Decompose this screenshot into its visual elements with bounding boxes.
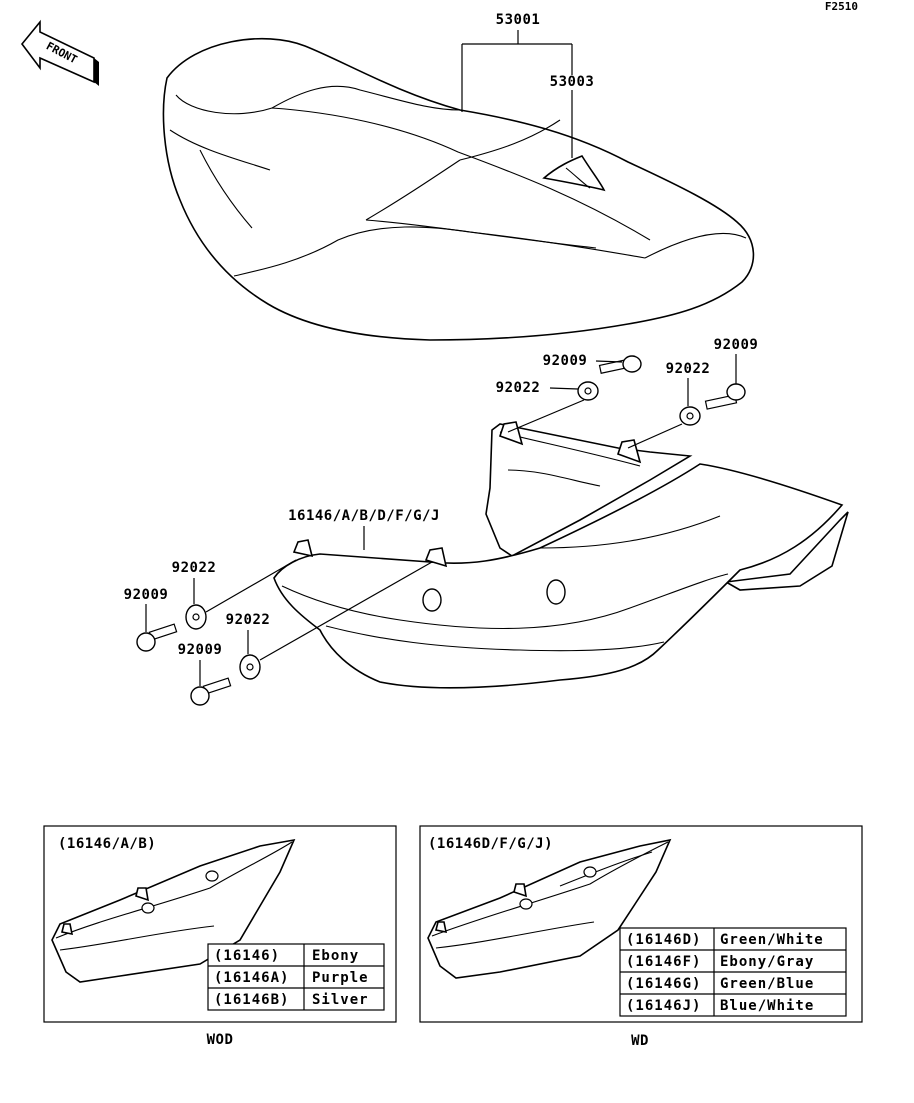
wd-row-code: (16146J) [626, 998, 701, 1014]
callout-92009-top-right: 92009 [714, 337, 759, 353]
callout-16146: 16146/A/B/D/F/G/J [288, 508, 440, 524]
callout-53001: 53001 [496, 12, 541, 28]
callout-92009-left-upper: 92009 [124, 587, 169, 603]
bolt-icon [598, 355, 642, 374]
figure-code: F2510 [825, 0, 858, 13]
wod-row-code: (16146) [214, 948, 280, 964]
wd-row-code: (16146G) [626, 976, 701, 992]
wd-row-code: (16146F) [626, 954, 701, 970]
bolt-icon [190, 677, 232, 706]
callout-92022-left-lower: 92022 [226, 612, 271, 628]
panel-wd-title: (16146D/F/G/J) [428, 836, 553, 852]
wd-row-color: Green/White [720, 932, 824, 948]
wd-row-color: Ebony/Gray [720, 954, 814, 970]
panel-wod: (16146/A/B) (16146) Ebony (16146A) Purpl… [43, 825, 397, 1023]
wod-row-color: Silver [312, 992, 369, 1008]
callout-92022-top-left: 92022 [496, 380, 541, 396]
wod-row-code: (16146B) [214, 992, 289, 1008]
seat-drawing [162, 37, 755, 341]
callout-92022-top-right: 92022 [666, 361, 711, 377]
wod-row-color: Purple [312, 970, 369, 986]
panel-wod-caption: WOD [207, 1032, 234, 1048]
washer-icon [239, 654, 261, 680]
panel-wod-title: (16146/A/B) [58, 836, 156, 852]
bolt-icon [136, 623, 178, 652]
washer-icon [577, 381, 599, 401]
wod-row-color: Ebony [312, 948, 359, 964]
callout-92022-left-upper: 92022 [172, 560, 217, 576]
wd-row-color: Blue/White [720, 998, 814, 1014]
wd-row-color: Green/Blue [720, 976, 814, 992]
callout-53003: 53003 [550, 74, 595, 90]
side-cover-drawing [273, 421, 849, 689]
panel-wd: (16146D/F/G/J) (16146D) Green/White (161… [419, 825, 863, 1023]
washer-icon [679, 406, 701, 426]
callout-92009-left-lower: 92009 [178, 642, 223, 658]
washer-icon [185, 604, 207, 630]
wd-row-code: (16146D) [626, 932, 701, 948]
callout-92009-top-left: 92009 [543, 353, 588, 369]
front-arrow-icon: FRONT [20, 19, 99, 86]
bolt-icon [704, 383, 746, 410]
panel-wd-caption: WD [631, 1033, 649, 1049]
wod-row-code: (16146A) [214, 970, 289, 986]
